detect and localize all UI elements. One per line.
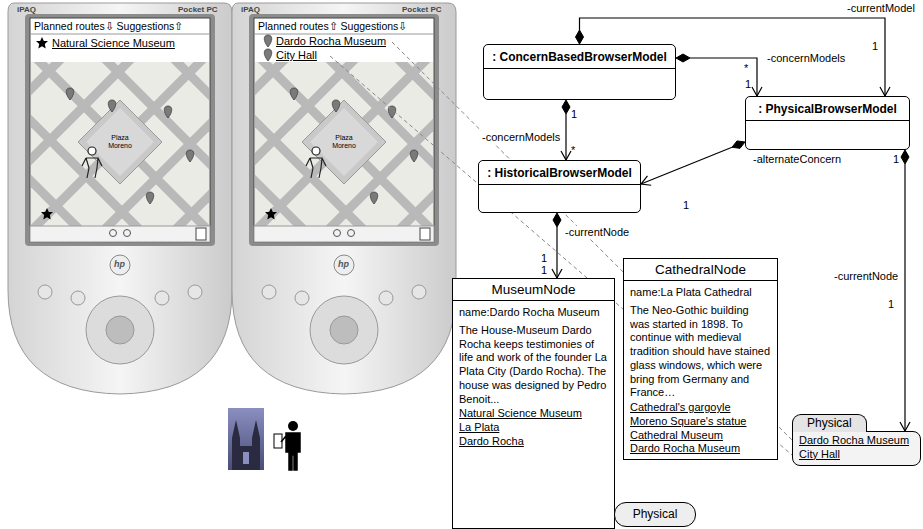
node-card: MuseumNode name:Dardo Rocha MuseumThe Hou… xyxy=(452,278,615,529)
arrow-head xyxy=(641,176,651,185)
connector-line xyxy=(565,114,566,160)
connector xyxy=(641,141,745,185)
node-link: Dardo Rocha Museum xyxy=(799,434,914,448)
suggestion-pin xyxy=(264,49,272,61)
node-link: Cathedral Museum xyxy=(630,429,771,443)
node-link: Cathedral's gargoyle xyxy=(630,401,771,415)
object-name: : PhysicalBrowserModel xyxy=(746,97,909,121)
logo-text: hp xyxy=(338,259,349,269)
node-link: Dardo Rocha xyxy=(459,435,608,449)
object-box: : ConcernBasedBrowserModel xyxy=(483,44,676,100)
multiplicity: * xyxy=(744,62,748,75)
object-name: : ConcernBasedBrowserModel xyxy=(484,45,675,69)
object-box: : HistoricalBrowserModel xyxy=(478,160,641,213)
physical-folder: PhysicalDardo Rocha MuseumCity Hall xyxy=(792,431,921,466)
connector xyxy=(552,213,562,278)
screen-tabs: Planned routes⇧ Suggestions⇩ xyxy=(258,20,407,32)
role-label: -alternateConcern xyxy=(752,153,842,166)
multiplicity: 1 xyxy=(571,108,577,121)
logo-text: hp xyxy=(114,259,125,269)
class-name: MuseumNode xyxy=(453,279,614,301)
composition-diamond xyxy=(576,30,584,44)
composition-diamond xyxy=(732,141,745,148)
multiplicity: 1 xyxy=(683,199,689,212)
cathedral-photo xyxy=(228,408,264,470)
composition-diamond xyxy=(901,150,909,164)
map-label: Plaza Moreno xyxy=(104,134,136,150)
multiplicity: * xyxy=(571,144,575,157)
composition-diamond xyxy=(562,100,570,114)
arrow-head xyxy=(752,87,762,96)
arrow-head xyxy=(880,87,890,96)
brand-label: iPAQ xyxy=(17,5,36,14)
cathedral-silhouette xyxy=(232,420,260,470)
arrow-head xyxy=(900,422,910,431)
route-item: Natural Science Museum xyxy=(52,37,175,50)
connector-line xyxy=(690,58,757,96)
tab-label: Physical xyxy=(615,503,695,526)
physical-tab: Physical xyxy=(614,502,696,527)
person-head xyxy=(288,421,298,431)
node-link: La Plata xyxy=(459,421,608,435)
connector xyxy=(900,150,910,431)
arrow-head xyxy=(561,151,571,160)
role-label: -currentNode xyxy=(564,226,630,239)
node-link: City Hall xyxy=(799,448,914,462)
multiplicity: 1 xyxy=(893,153,899,166)
phone-icon xyxy=(274,434,282,448)
multiplicity: 1 xyxy=(872,40,878,53)
node-body: The Neo-Gothic building was started in 1… xyxy=(630,304,771,400)
node-card: CathedralNode name:La Plata CathedralThe … xyxy=(623,258,778,460)
screen-tabs: Planned routes⇩ Suggestions⇧ xyxy=(34,20,183,32)
object-name: : HistoricalBrowserModel xyxy=(479,161,640,185)
node-body: The House-Museum Dardo Rocha keeps testi… xyxy=(459,324,608,407)
folder-tab: Physical xyxy=(792,414,867,432)
route-star xyxy=(36,37,48,49)
role-label: -currentNode xyxy=(833,270,899,283)
role-label: -concernModels xyxy=(481,131,561,144)
map-label: Plaza Moreno xyxy=(328,134,360,150)
object-box: : PhysicalBrowserModel xyxy=(745,96,910,150)
suggestion-pin xyxy=(264,35,272,47)
class-name: CathedralNode xyxy=(624,259,777,281)
node-link: Natural Science Museum xyxy=(459,407,608,421)
suggestion-item: City Hall xyxy=(276,49,317,62)
cathedral-door xyxy=(243,452,249,464)
composition-diamond xyxy=(553,213,561,227)
model-label: Pocket PC xyxy=(178,5,218,14)
multiplicity: 1 xyxy=(888,298,894,311)
multiplicity: 1 xyxy=(541,264,547,277)
connector-line xyxy=(556,227,557,278)
suggestion-item: Dardo Rocha Museum xyxy=(276,35,386,48)
name-attribute: name:Dardo Rocha Museum xyxy=(459,306,608,320)
person-body xyxy=(281,433,300,470)
multiplicity: 1 xyxy=(541,252,547,265)
multiplicity: 1 xyxy=(745,78,751,91)
name-attribute: name:La Plata Cathedral xyxy=(630,286,771,300)
node-link: Moreno Square's statue xyxy=(630,415,771,429)
role-label: -currentModel xyxy=(846,2,916,15)
connector xyxy=(676,54,762,96)
connector-line xyxy=(641,147,732,184)
role-label: -concernModels xyxy=(766,52,846,65)
connector xyxy=(561,100,571,160)
brand-label: iPAQ xyxy=(241,5,260,14)
arrow-head xyxy=(552,269,562,278)
composition-diamond xyxy=(676,54,690,62)
connector-line xyxy=(904,164,905,431)
node-link: Dardo Rocha Museum xyxy=(630,442,771,456)
model-label: Pocket PC xyxy=(402,5,442,14)
